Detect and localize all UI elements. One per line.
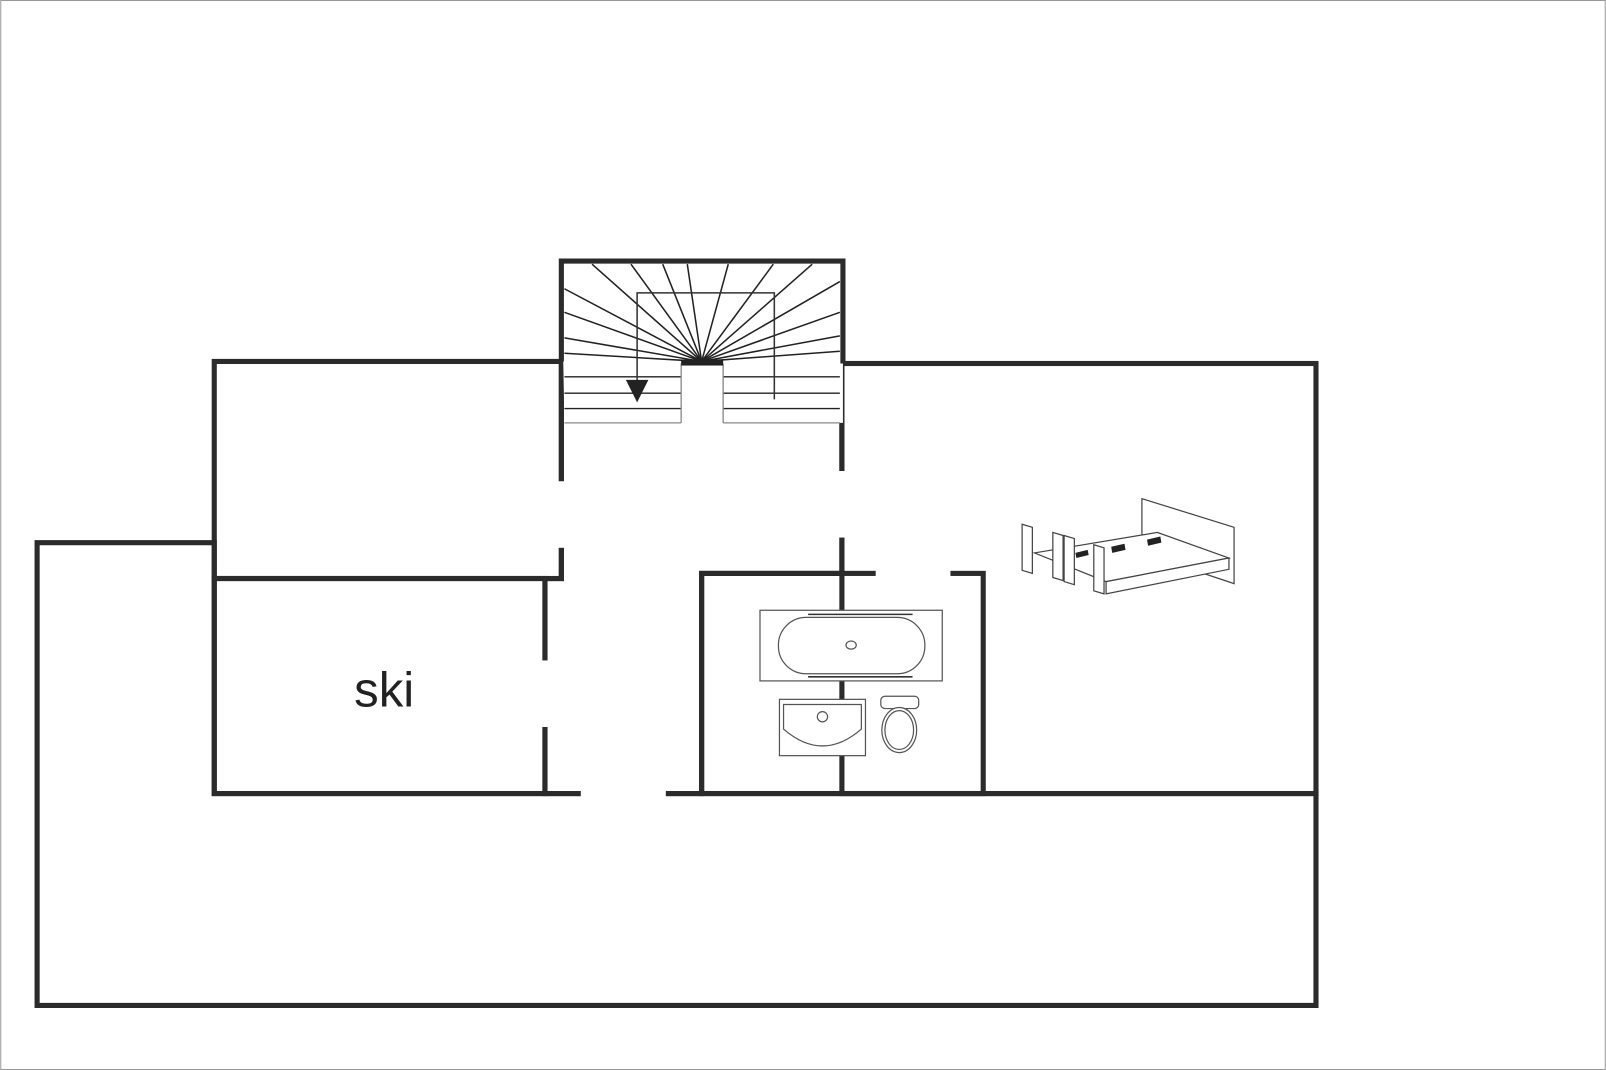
stair-step-line [564,337,702,363]
stair-step-line [630,263,703,362]
stair-step-line [701,311,841,363]
bathroom [699,570,986,797]
stair-step-line [701,280,841,363]
door [540,660,551,727]
bathtub-icon [759,609,943,682]
stair-direction-arrow-icon [625,379,649,403]
toilet-icon [880,695,920,754]
door [557,481,567,548]
ski-room-label: ski [354,664,414,718]
stair-step-line [701,350,840,363]
stair-step-line [564,288,702,363]
stair-step-line [700,263,729,362]
sink-icon [778,698,867,757]
stair-step-line [701,263,774,362]
door [837,471,848,538]
staircase-icon [558,258,846,424]
stair-step-line [701,263,813,363]
door [875,569,951,579]
stair-step-line [591,263,703,363]
bed-icon [1021,497,1235,595]
stair-step-line [662,263,703,362]
bedroom [839,360,1319,797]
doors [540,471,951,799]
door [580,789,666,799]
stair-step-line [686,264,703,362]
stair-step-line [564,311,702,363]
stair-step-line [564,352,702,363]
stair-step-line [701,335,841,363]
